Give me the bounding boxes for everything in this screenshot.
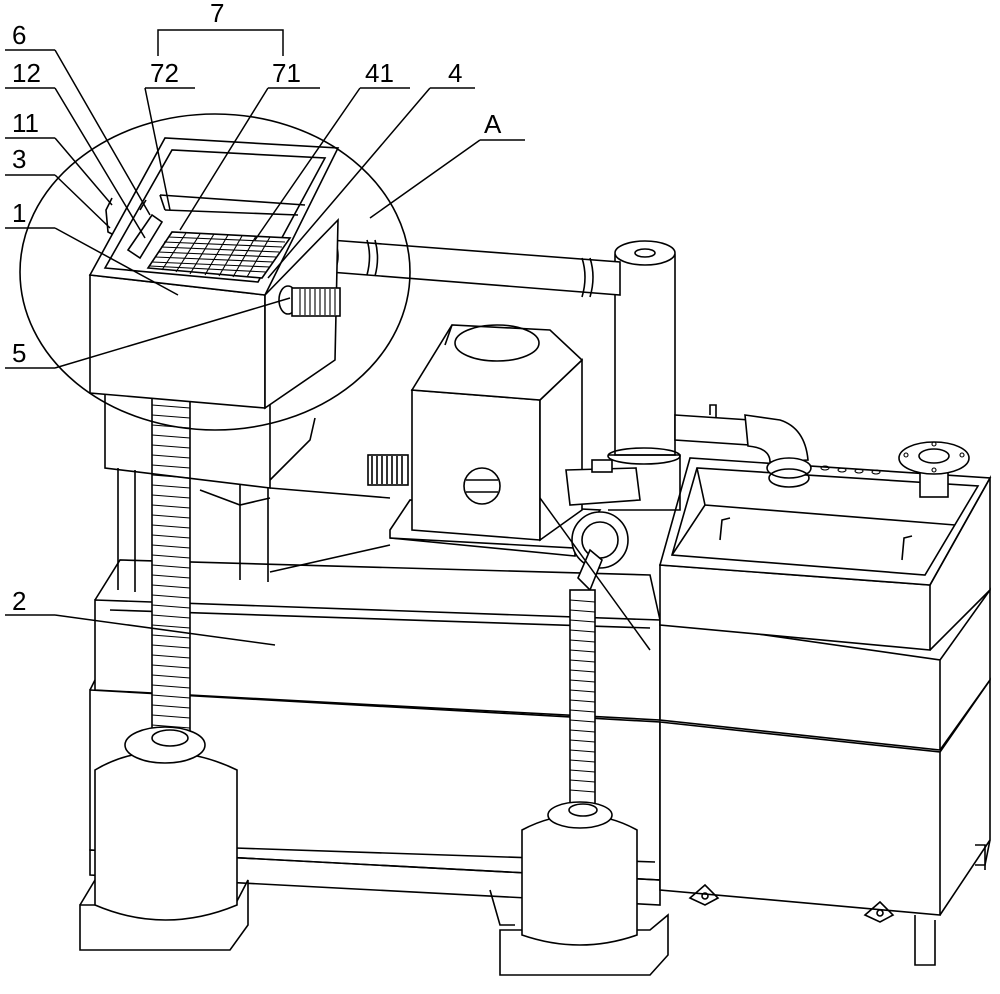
label-6: 6 xyxy=(12,20,26,50)
main-tank xyxy=(89,559,991,966)
right-hose xyxy=(569,589,596,806)
right-storage-box xyxy=(658,441,992,651)
lug-left xyxy=(688,883,720,906)
outlet-filter xyxy=(278,285,341,317)
label-2: 2 xyxy=(12,586,26,616)
vertical-pipe xyxy=(607,240,812,511)
lug-right xyxy=(863,900,895,923)
leader-lines xyxy=(5,29,525,646)
grid-filter xyxy=(146,231,292,279)
center-unit xyxy=(367,324,651,651)
label-41: 41 xyxy=(365,58,394,88)
label-11: 11 xyxy=(12,108,39,138)
label-72: 72 xyxy=(150,58,179,88)
horizontal-pipe xyxy=(321,238,621,298)
vent-holes xyxy=(820,465,881,475)
filter-box xyxy=(88,137,341,410)
support-frame xyxy=(104,395,391,592)
callout-labels: 7 72 71 41 4 A 6 12 11 3 1 5 2 xyxy=(12,0,502,616)
label-1: 1 xyxy=(12,198,26,228)
label-5: 5 xyxy=(12,338,26,368)
label-71: 71 xyxy=(272,58,301,88)
label-a: A xyxy=(484,109,502,139)
right-drum xyxy=(499,801,669,976)
detail-circle-a xyxy=(19,113,411,431)
label-12: 12 xyxy=(12,58,41,88)
flange-outlet xyxy=(898,441,970,498)
label-3: 3 xyxy=(12,144,26,174)
label-4: 4 xyxy=(448,58,462,88)
label-7: 7 xyxy=(210,0,224,28)
left-drum xyxy=(79,726,249,951)
left-hose xyxy=(151,394,191,741)
